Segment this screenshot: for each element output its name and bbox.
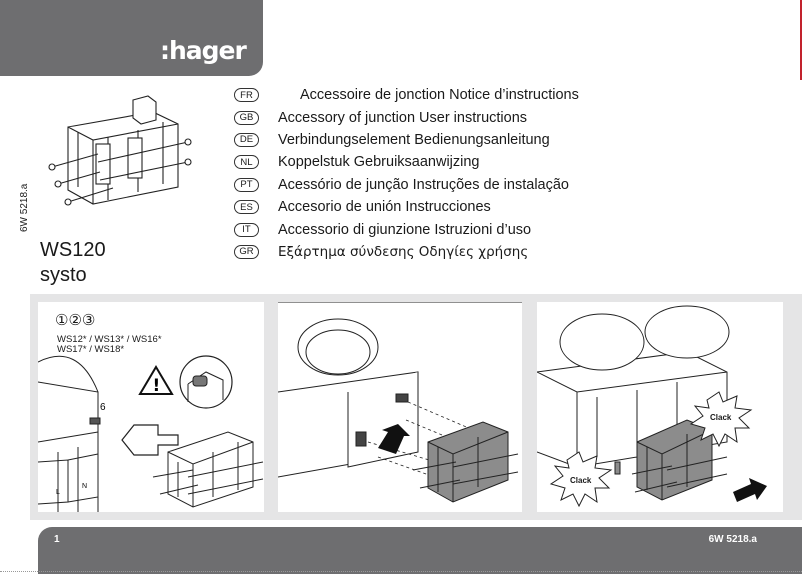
- lang-row-it: IT Accessorio di giunzione Istruzioni d’u…: [234, 218, 579, 240]
- lang-title: Accesorio de unión Instrucciones: [278, 199, 491, 216]
- compatible-refs-line-1: WS12* / WS13* / WS16*: [57, 334, 162, 345]
- compatible-refs-line-2: WS17* / WS18*: [57, 344, 125, 355]
- insert-arrow-icon: [121, 424, 179, 456]
- language-list: FR Accessoire de jonction Notice d’instru…: [234, 84, 579, 263]
- footer-band: 1 6W 5218.a: [38, 527, 802, 574]
- warning-triangle-icon: !: [138, 365, 174, 396]
- lang-title: Accessorio di giunzione Istruzioni d’uso: [278, 221, 532, 238]
- insert-arrow-icon: [733, 478, 767, 502]
- trim-line: [0, 571, 802, 574]
- product-reference: WS120 systo: [40, 238, 106, 288]
- insert-arrow-icon: [378, 424, 410, 454]
- clack-burst-2: [549, 451, 613, 508]
- product-range: systo: [40, 264, 87, 286]
- lang-row-pt: PT Acessório de junção Instruções de inst…: [234, 174, 579, 196]
- lang-title: Acessório de junção Instruções de instal…: [278, 176, 569, 193]
- step-panel-1: ! 6 L N ①②③ WS12* / WS13* / WS16* WS17* …: [38, 302, 264, 512]
- step-panel-3: Clack Clack: [537, 302, 783, 512]
- page-number: 1: [54, 534, 60, 545]
- lang-title: Accessoire de jonction Notice d’instruct…: [300, 87, 579, 104]
- junction-accessory-illustration: [48, 95, 192, 206]
- lang-row-es: ES Accesorio de unión Instrucciones: [234, 196, 579, 218]
- edge-accent: [800, 0, 802, 80]
- step-panel-2: [278, 302, 522, 512]
- header-band: :hager: [0, 0, 263, 76]
- lang-code-badge: FR: [234, 88, 259, 103]
- lang-row-gb: GB Accessory of junction User instruction…: [234, 106, 579, 128]
- lang-code-badge: GB: [234, 110, 259, 125]
- lang-title: Εξάρτημα σύνδεσης Οδηγίες χρήσης: [278, 243, 529, 260]
- clack-label-1: Clack: [710, 413, 732, 422]
- lang-code-badge: PT: [234, 177, 259, 192]
- lang-code-badge: NL: [234, 155, 259, 170]
- clack-label-2: Clack: [570, 476, 592, 485]
- lang-row-fr: FR Accessoire de jonction Notice d’instru…: [234, 84, 579, 106]
- lang-title: Accessory of junction User instructions: [278, 109, 528, 126]
- step-3-illustration: [537, 305, 767, 508]
- lang-code-badge: DE: [234, 132, 259, 147]
- lang-code-badge: GR: [234, 244, 259, 259]
- svg-text:6: 6: [100, 402, 106, 413]
- svg-text:L: L: [56, 489, 60, 496]
- lang-title: Verbindungselement Bedienungsanleitung: [278, 131, 550, 148]
- svg-text:!: !: [153, 376, 161, 396]
- lang-code-badge: ES: [234, 200, 259, 215]
- lang-title: Koppelstuk Gebruiksaanwijzing: [278, 154, 480, 171]
- lang-row-de: DE Verbindungselement Bedienungsanleitung: [234, 129, 579, 151]
- steps-label: ①②③: [55, 311, 96, 329]
- svg-text:N: N: [82, 483, 87, 490]
- lang-row-gr: GR Εξάρτημα σύνδεσης Οδηγίες χρήσης: [234, 241, 579, 263]
- lang-row-nl: NL Koppelstuk Gebruiksaanwijzing: [234, 151, 579, 173]
- product-code: WS120: [40, 239, 106, 261]
- step-2-illustration: [278, 302, 522, 503]
- detail-zoom: [179, 355, 233, 409]
- document-code-vertical: 6W 5218.a: [19, 183, 30, 232]
- hager-logo: :hager: [160, 36, 247, 65]
- step-1-illustration: ! 6 L N: [38, 355, 264, 512]
- lang-code-badge: IT: [234, 222, 259, 237]
- clack-burst-1: [689, 391, 753, 448]
- footer-document-code: 6W 5218.a: [708, 534, 757, 545]
